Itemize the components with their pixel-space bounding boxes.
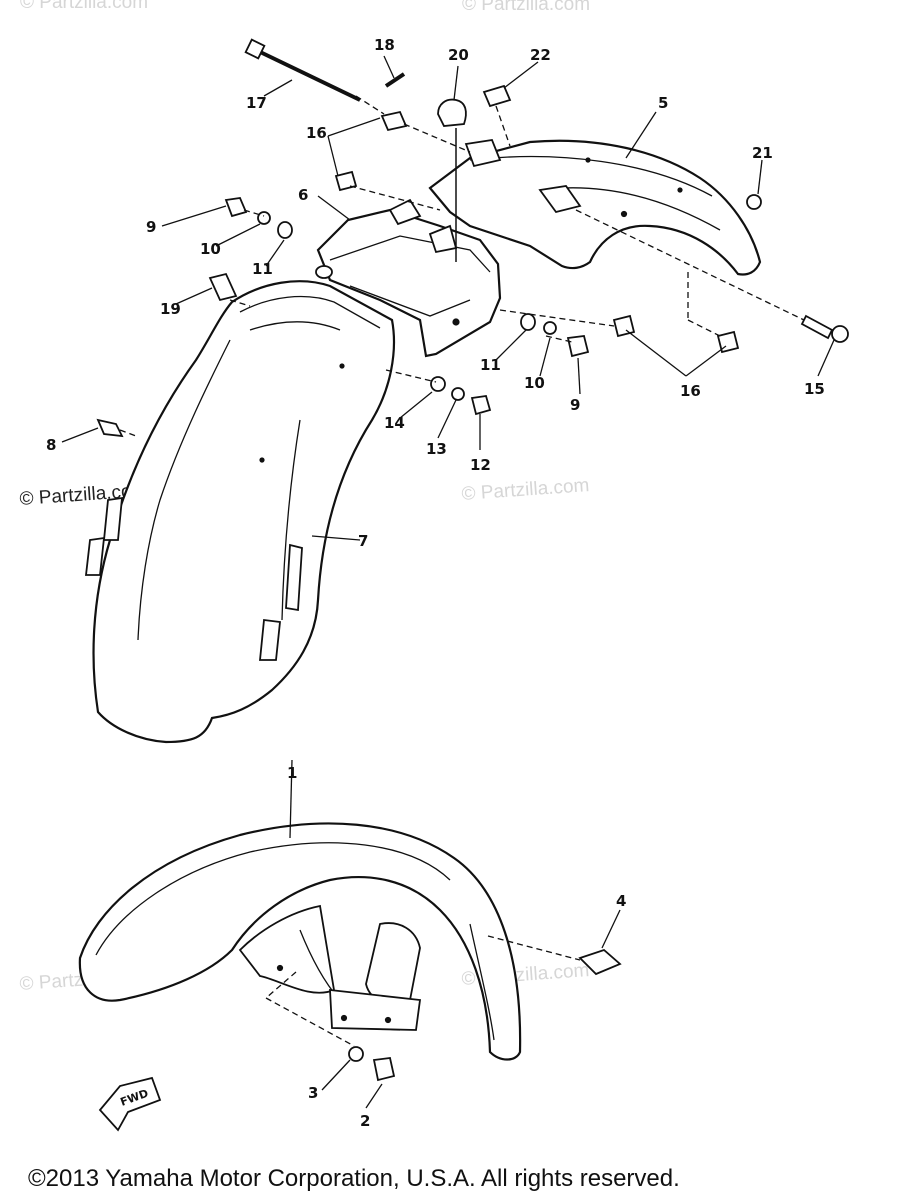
forward-direction-arrow: FWD [98,1076,162,1132]
callout-4: 4 [616,892,626,910]
front-fender-part-1 [78,822,522,1061]
washer-part-10 [257,211,557,335]
callout-16: 16 [306,124,327,142]
callout-8: 8 [46,436,56,454]
callout-10: 10 [524,374,545,392]
bolt-part-9 [224,197,590,358]
rear-fender-part-7 [84,280,396,744]
collar-part-16 [334,110,740,354]
bolt-part-2 [372,1057,396,1082]
long-bolt-part-17 [244,38,361,102]
watermark: © Partzilla.com [20,0,148,13]
clip-part-22 [482,84,512,108]
callout-10: 10 [200,240,221,258]
callout-5: 5 [658,94,668,112]
bolt-part-12 [470,394,492,416]
callout-14: 14 [384,414,405,432]
callout-17: 17 [246,94,267,112]
fastener-part-4 [578,948,622,976]
callout-11: 11 [252,260,273,278]
callout-22: 22 [530,46,551,64]
washer-part-11 [277,221,536,331]
callout-numbers: 1 2 3 4 5 6 7 8 9 9 10 10 11 11 12 13 14… [46,36,825,1130]
callout-11: 11 [480,356,501,374]
callout-21: 21 [752,144,773,162]
nut-part-13 [451,387,465,401]
fender-bracket-part-6 [315,198,502,358]
callout-1: 1 [287,764,297,782]
callout-15: 15 [804,380,825,398]
bolt-part-15 [800,314,849,343]
callout-3: 3 [308,1084,318,1102]
callout-6: 6 [298,186,308,204]
callout-18: 18 [374,36,395,54]
callout-9: 9 [146,218,156,236]
callout-16: 16 [680,382,701,400]
leader-lines [61,55,835,1109]
callout-20: 20 [448,46,469,64]
nut-part-21 [746,194,762,210]
watermark: © Partzilla.com [462,0,590,15]
assembly-lines [119,95,805,1047]
callout-2: 2 [360,1112,370,1130]
callout-19: 19 [160,300,181,318]
rear-fender-flap-part-5 [428,139,762,276]
watermark: © Partzilla.com [461,475,590,505]
copyright-footer: ©2013 Yamaha Motor Corporation, U.S.A. A… [28,1165,680,1192]
callout-12: 12 [470,456,491,474]
washer-part-14 [430,376,446,392]
callout-7: 7 [358,532,368,550]
clip-part-19 [208,272,238,302]
washer-part-3 [348,1046,364,1062]
callout-9: 9 [570,396,580,414]
bolt-part-8 [96,418,124,438]
callout-13: 13 [426,440,447,458]
bolt-part-18 [384,72,406,88]
grommet-part-20 [437,98,467,262]
